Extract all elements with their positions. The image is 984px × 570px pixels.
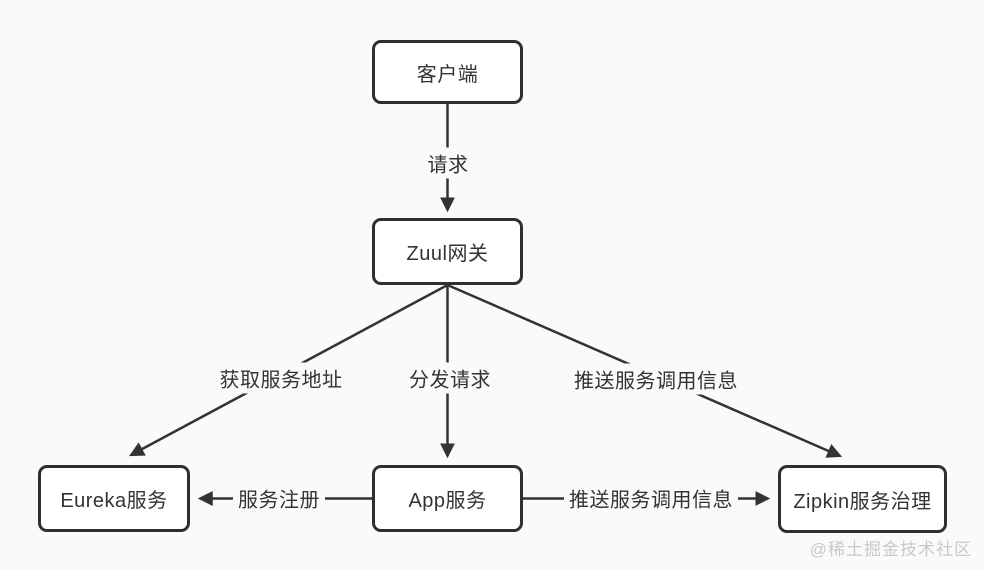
- edge-label-push-call-info-upper: 推送服务调用信息: [569, 363, 743, 395]
- node-eureka-service: Eureka服务: [38, 465, 190, 532]
- edge-label-push-call-info-lower: 推送服务调用信息: [564, 482, 738, 514]
- node-app-service: App服务: [372, 465, 523, 532]
- edge-label-service-register: 服务注册: [233, 482, 325, 514]
- node-zipkin-governance: Zipkin服务治理: [778, 465, 947, 533]
- edge-label-request: 请求: [422, 147, 474, 179]
- edge-label-dispatch-request: 分发请求: [404, 362, 496, 394]
- node-zuul-gateway: Zuul网关: [372, 218, 523, 285]
- node-client: 客户端: [372, 40, 523, 104]
- edge-label-get-service-address: 获取服务地址: [214, 362, 348, 394]
- watermark: @稀土掘金技术社区: [809, 540, 972, 559]
